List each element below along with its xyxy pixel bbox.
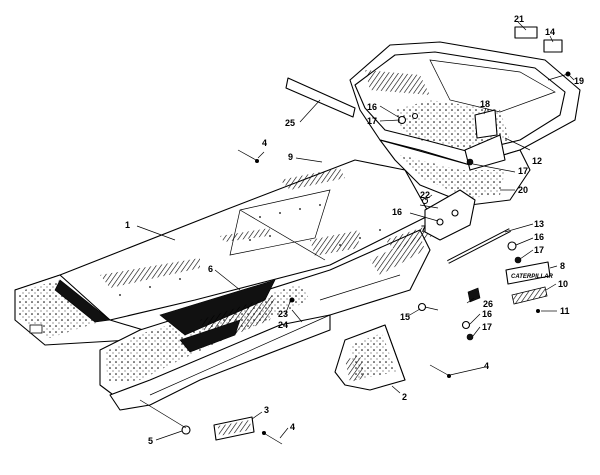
callout-18: 18 (480, 99, 490, 109)
axle-13 (447, 228, 511, 264)
screw-24 (291, 309, 303, 323)
callout-4-right: 4 (484, 361, 489, 371)
callout-11: 11 (560, 306, 570, 316)
callout-4-bottom: 4 (290, 422, 295, 432)
callout-25: 25 (285, 118, 295, 128)
rear-seat-base (349, 41, 581, 206)
decal-8-text: CATERPILLAR (511, 274, 554, 280)
callout-17-mid: 17 (518, 166, 528, 176)
side-panel (99, 225, 435, 411)
callout-17-lower: 17 (482, 322, 492, 332)
callout-5: 5 (148, 436, 153, 446)
trim-strip (285, 77, 356, 118)
callout-15: 15 (400, 312, 410, 322)
callout-21: 21 (514, 14, 524, 24)
callout-labels: 1 2 3 4 4 4 5 6 7 8 9 10 11 12 13 14 15 … (125, 14, 584, 446)
callout-13: 13 (534, 219, 544, 229)
decal-14 (543, 39, 563, 53)
bracket-2 (334, 324, 406, 391)
decal-8: CATERPILLAR (505, 261, 554, 285)
reflector-26 (467, 287, 481, 303)
callout-16-right: 16 (534, 232, 544, 242)
callout-17-right: 17 (534, 245, 544, 255)
hardware-16-17-upper (397, 112, 474, 166)
callout-16-mid: 16 (392, 207, 402, 217)
callout-1: 1 (125, 220, 130, 230)
callout-19: 19 (574, 76, 584, 86)
callout-23: 23 (278, 309, 288, 319)
callout-7: 7 (421, 224, 426, 234)
callout-8: 8 (560, 261, 565, 271)
callout-16-upper: 16 (367, 102, 377, 112)
callout-12: 12 (532, 156, 542, 166)
rivets-4 (237, 149, 451, 445)
callout-22: 22 (420, 190, 430, 200)
screw-23 (289, 297, 295, 303)
callout-6: 6 (208, 264, 213, 274)
callout-16-lower: 16 (482, 309, 492, 319)
callout-9: 9 (288, 152, 293, 162)
decal-21 (514, 26, 538, 39)
callout-20: 20 (518, 185, 528, 195)
bracket-18 (474, 109, 498, 139)
decal-3 (213, 416, 255, 441)
leader-lines (136, 21, 575, 441)
callout-17-upper: 17 (367, 116, 377, 126)
bolt-15 (417, 302, 439, 312)
callout-26: 26 (483, 299, 493, 309)
callout-4-top: 4 (262, 138, 267, 148)
tunnel (14, 159, 431, 346)
callout-10: 10 (558, 279, 568, 289)
screw-19 (547, 71, 571, 81)
plug-5 (181, 425, 191, 435)
hardware-16-17-right (461, 241, 522, 341)
reflector-10 (511, 286, 548, 305)
callout-14: 14 (545, 27, 555, 37)
screw-11 (536, 309, 540, 313)
callout-24: 24 (278, 320, 288, 330)
hitch-bracket (419, 189, 476, 241)
callout-3: 3 (264, 405, 269, 415)
callout-2: 2 (402, 392, 407, 402)
